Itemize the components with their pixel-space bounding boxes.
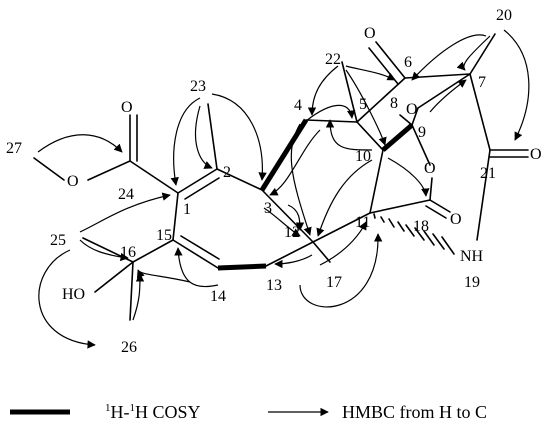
atom-o-ester: O	[67, 173, 79, 190]
num-12: 12	[284, 224, 300, 241]
num-22: 22	[325, 51, 341, 68]
num-8: 8	[390, 95, 398, 112]
legend-cosy-sup1: 1	[105, 402, 111, 414]
num-1: 1	[183, 201, 191, 218]
num-27: 27	[6, 140, 22, 157]
legend-cosy-sup2: 1	[130, 402, 136, 414]
atom-o-lactone-carbonyl: O	[450, 211, 462, 228]
num-18: 18	[413, 218, 429, 235]
legend: 1H-1H COSY HMBC from H to C	[10, 402, 487, 422]
legend-cosy-h2: H COSY	[135, 402, 201, 422]
legend-cosy-h1: H-	[111, 402, 130, 422]
legend-hmbc-label: HMBC from H to C	[342, 402, 487, 422]
cosy-bonds	[217, 118, 414, 271]
num-25: 25	[50, 232, 66, 249]
num-6: 6	[404, 54, 412, 71]
atom-ho: HO	[62, 286, 85, 303]
atom-o-amide: O	[530, 146, 542, 163]
num-4: 4	[294, 97, 302, 114]
num-2: 2	[223, 164, 231, 181]
num-16: 16	[120, 244, 136, 261]
num-21: 21	[480, 165, 496, 182]
num-20: 20	[496, 7, 512, 24]
num-9: 9	[418, 124, 426, 141]
atom-o-ether: O	[406, 101, 418, 118]
num-24: 24	[118, 186, 134, 203]
hmbc-arrows	[37, 29, 530, 349]
atom-o-ester-carbonyl: O	[121, 99, 133, 116]
hashed-bond-11-19	[373, 213, 455, 255]
num-5: 5	[359, 96, 367, 113]
num-13: 13	[266, 277, 282, 294]
num-11: 11	[355, 214, 370, 231]
num-7: 7	[478, 74, 486, 91]
atom-o-ketone: O	[364, 25, 376, 42]
num-26: 26	[121, 339, 137, 356]
skeleton-bonds	[33, 33, 529, 321]
num-14: 14	[210, 288, 226, 305]
atom-o-lactone-ring: O	[424, 160, 436, 177]
num-3: 3	[264, 200, 272, 217]
atom-numbers: 1 2 3 4 5 6 7 8 9 10 11 12 13 14 15 16 1…	[6, 7, 512, 356]
num-10: 10	[355, 148, 371, 165]
legend-cosy-label: 1H-1H COSY	[105, 402, 201, 422]
atom-nh: NH	[460, 248, 484, 265]
num-19: 19	[464, 274, 480, 291]
num-15: 15	[156, 227, 172, 244]
num-23: 23	[190, 78, 206, 95]
num-17: 17	[326, 274, 342, 291]
